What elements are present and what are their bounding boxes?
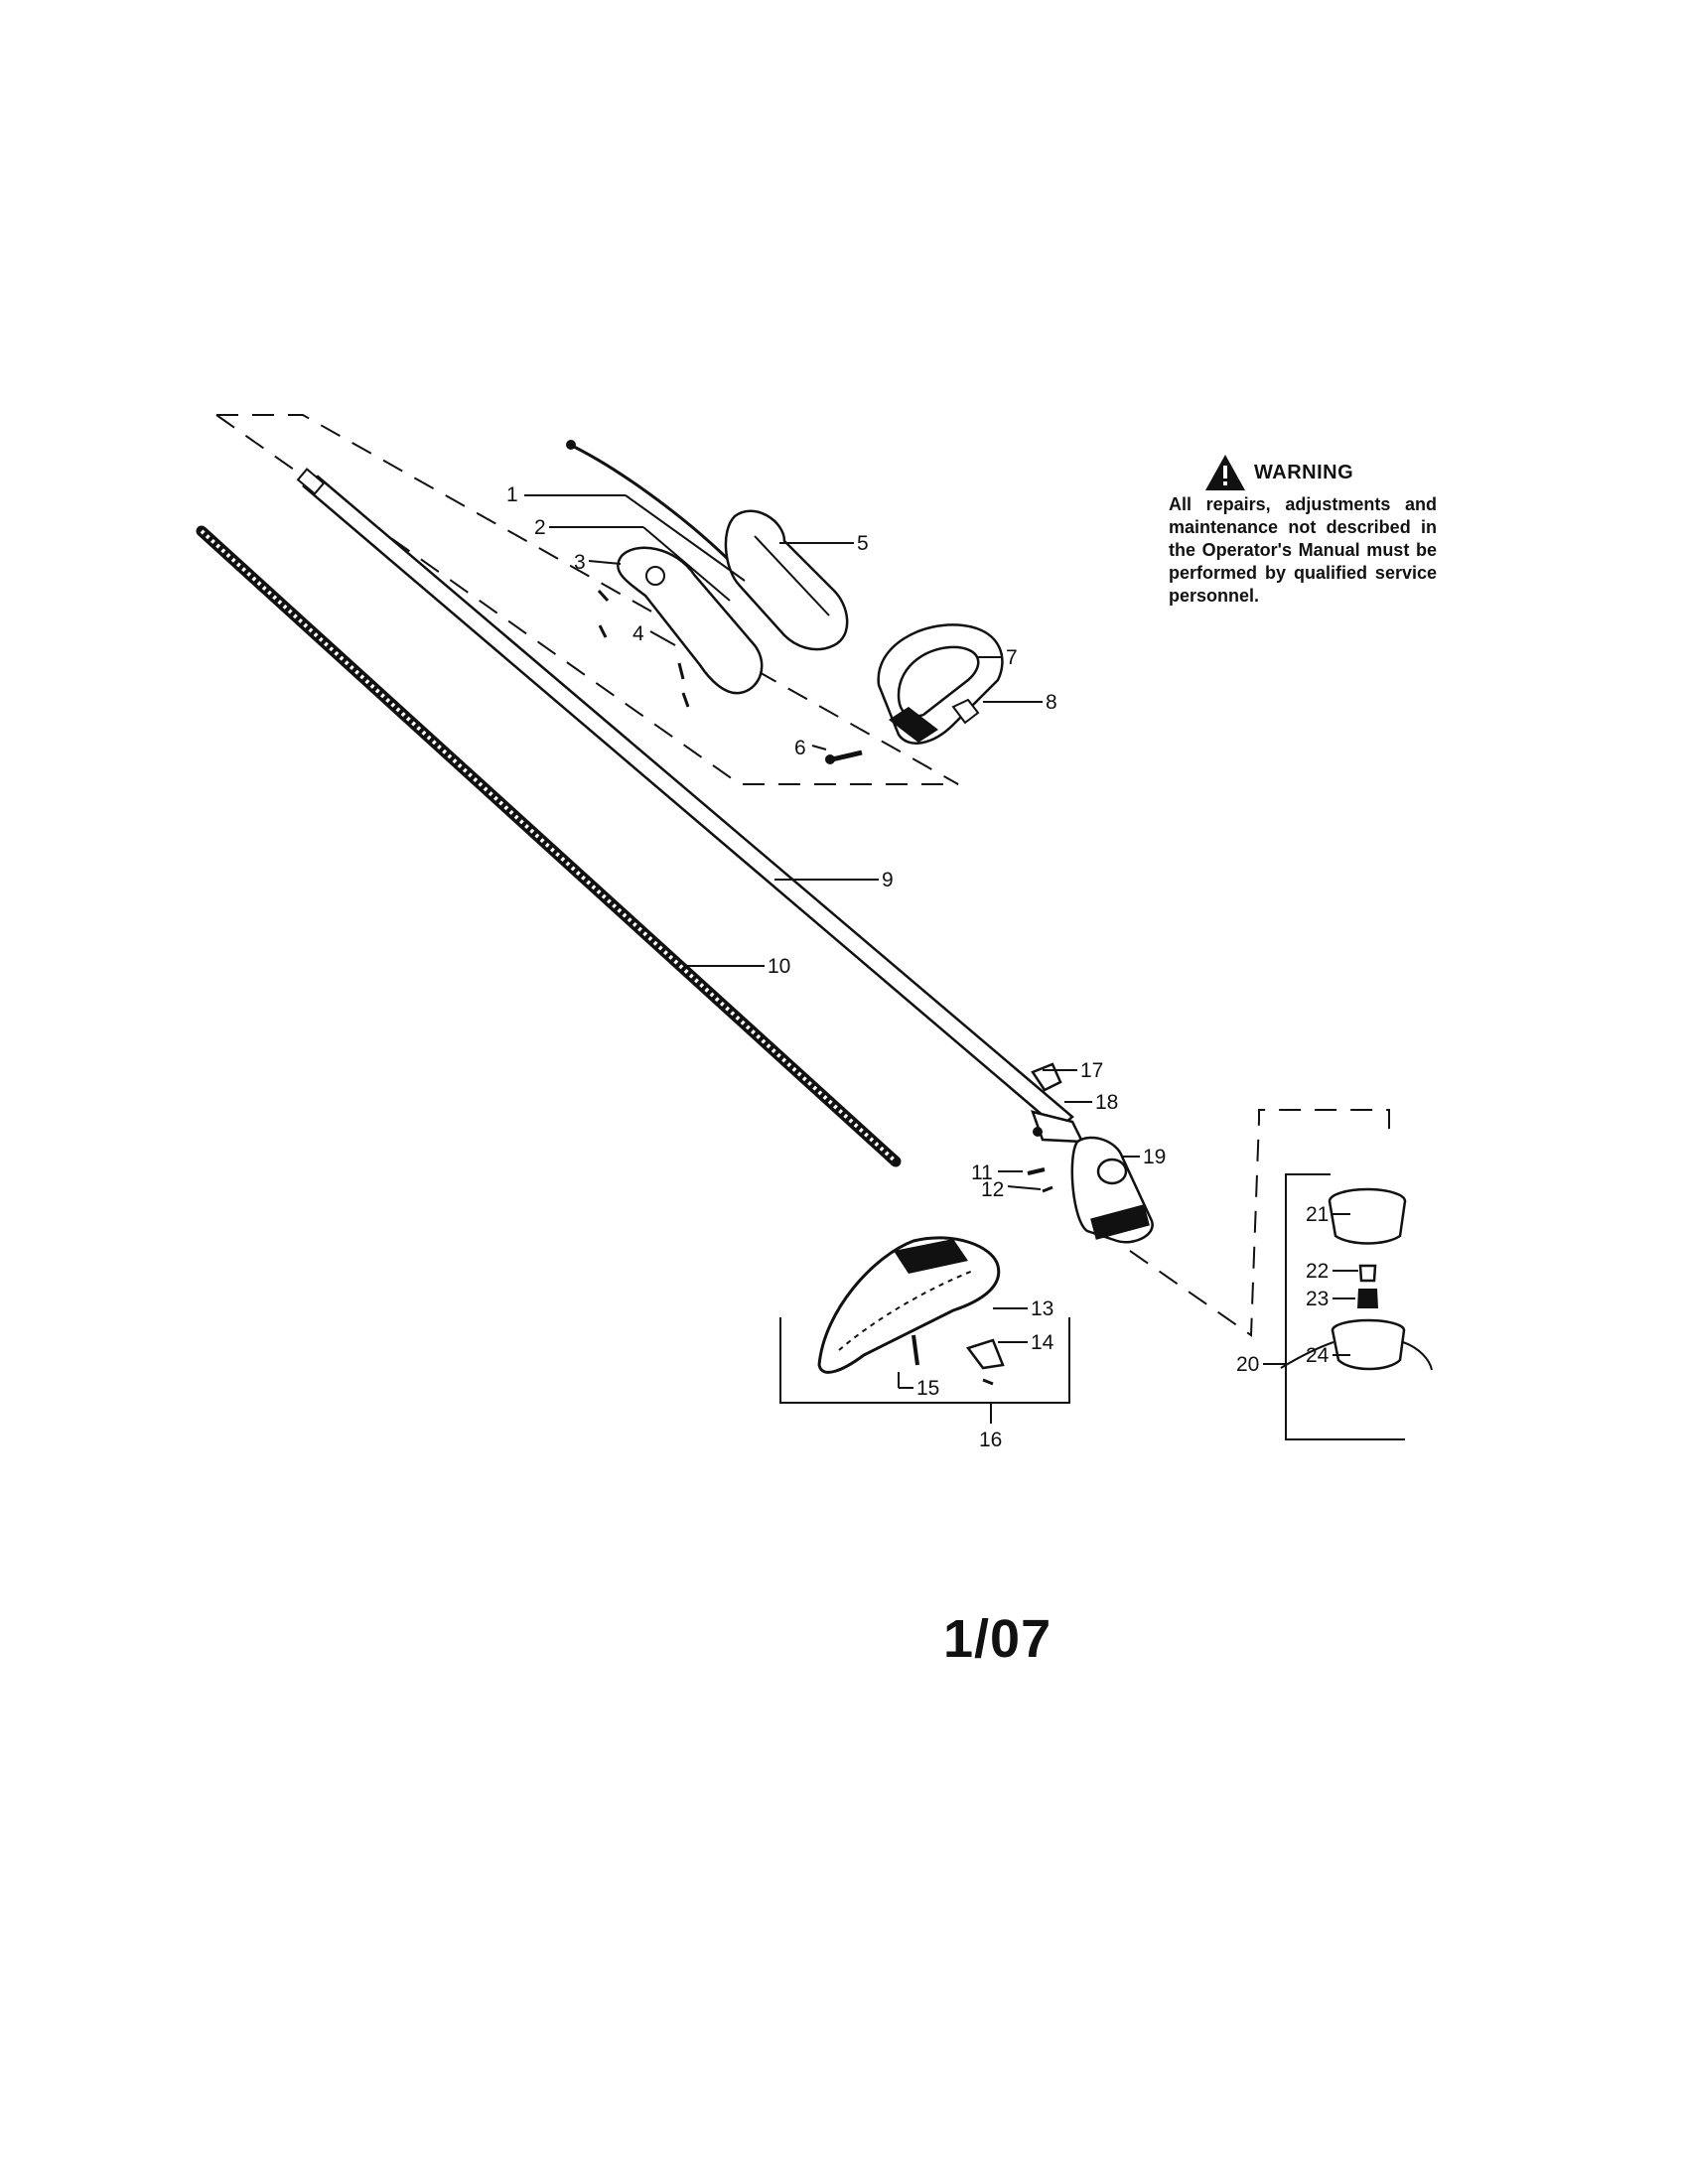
- drive-shaft: [196, 525, 902, 1167]
- warning-title: WARNING: [1254, 461, 1354, 483]
- part-number: 3: [574, 551, 586, 574]
- warning-triangle-icon: [1205, 455, 1245, 490]
- part-number: 17: [1080, 1059, 1103, 1082]
- part-number: 8: [1046, 691, 1057, 714]
- gearbox: [1070, 1136, 1154, 1244]
- page-number: 1/07: [943, 1609, 1052, 1669]
- part-number: 14: [1031, 1331, 1054, 1354]
- warning-header: WARNING: [1204, 454, 1437, 491]
- part-number: 9: [882, 869, 894, 891]
- part-number: 11: [971, 1161, 993, 1184]
- part-number: 7: [1006, 646, 1018, 669]
- part-number: 4: [632, 622, 644, 645]
- handle-knob: [951, 698, 980, 725]
- part-number: 10: [768, 955, 790, 978]
- part-number: 16: [979, 1429, 1002, 1451]
- handle-cover: [724, 509, 849, 651]
- warning-notice: WARNING All repairs, adjustments and mai…: [1169, 454, 1437, 608]
- part-number: 19: [1143, 1146, 1166, 1168]
- trimmer-head: [1280, 1187, 1433, 1371]
- head-link-line: [1129, 1109, 1390, 1337]
- part-number: 12: [981, 1178, 1004, 1201]
- part-number: 22: [1306, 1260, 1329, 1283]
- part-number: 6: [794, 737, 806, 759]
- part-number: 21: [1306, 1203, 1329, 1226]
- line-cutter-blade: [965, 1338, 1005, 1370]
- part-number: 1: [506, 483, 518, 506]
- part-numbers: 1 2 3 4 5 6 7 8 9 10 11 12 13 14 15 16 1…: [506, 483, 1330, 1451]
- part-number: 5: [857, 532, 869, 555]
- grass-shield: [817, 1236, 1001, 1374]
- part-number: 13: [1031, 1297, 1053, 1320]
- warning-text: All repairs, adjustments and maintenance…: [1169, 494, 1437, 606]
- part-number: 23: [1306, 1288, 1329, 1310]
- part-number: 15: [916, 1377, 939, 1400]
- part-number: 20: [1236, 1353, 1259, 1376]
- part-number: 18: [1095, 1091, 1118, 1114]
- handle-bolt: [831, 750, 863, 762]
- part-number: 2: [534, 516, 546, 539]
- leader-lines: [524, 494, 1358, 1389]
- shaft-tube: [296, 468, 1074, 1131]
- head-assembly-bracket: [1285, 1173, 1405, 1440]
- shield-assembly-bracket: [779, 1317, 1070, 1404]
- part-number: 24: [1306, 1344, 1330, 1367]
- screws: [597, 589, 690, 708]
